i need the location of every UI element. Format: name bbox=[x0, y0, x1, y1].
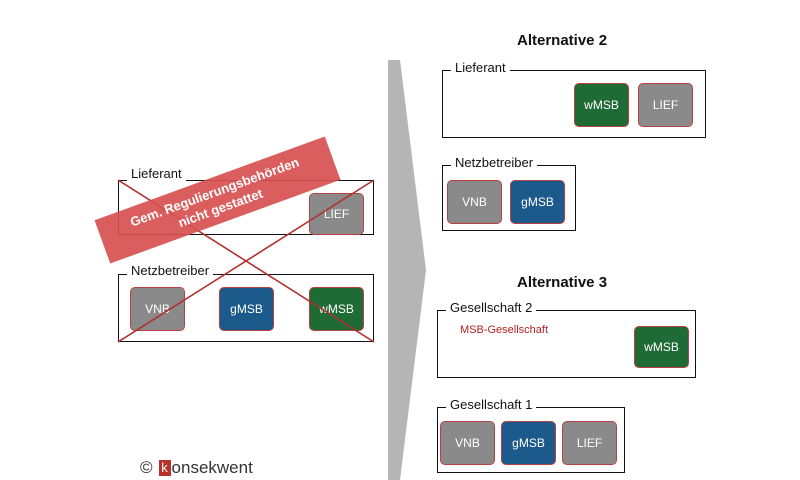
alt3-gesellschaft2-frame bbox=[437, 310, 696, 378]
alt3-gmsb-tile: gMSB bbox=[501, 421, 556, 465]
alt2-vnb-tile: VNB bbox=[447, 180, 502, 224]
left-lieferant-label: Lieferant bbox=[127, 166, 186, 182]
konsekwent-logo: © k onsekwent bbox=[140, 458, 253, 478]
transition-arrow bbox=[388, 60, 426, 480]
left-vnb-tile: VNB bbox=[130, 287, 185, 331]
alt3-gesellschaft1-label: Gesellschaft 1 bbox=[446, 397, 537, 413]
alt2-gmsb-tile: gMSB bbox=[510, 180, 565, 224]
alt2-title: Alternative 2 bbox=[517, 32, 608, 49]
logo-k-mark: k bbox=[158, 460, 171, 476]
alt3-gesellschaft2-label: Gesellschaft 2 bbox=[446, 300, 537, 316]
alt3-wmsb-tile: wMSB bbox=[634, 326, 689, 368]
alt2-lief-tile: LIEF bbox=[638, 83, 693, 127]
left-lief-tile: LIEF bbox=[309, 193, 364, 235]
alt2-wmsb-tile: wMSB bbox=[574, 83, 629, 127]
alt2-netzbetreiber-label: Netzbetreiber bbox=[451, 155, 538, 171]
alt2-lieferant-label: Lieferant bbox=[451, 60, 510, 76]
msb-gesellschaft-label: MSB-Gesellschaft bbox=[460, 324, 549, 336]
alt3-title: Alternative 3 bbox=[517, 274, 608, 291]
left-netzbetreiber-frame bbox=[118, 274, 374, 342]
copyright-symbol: © bbox=[140, 458, 153, 477]
alt3-vnb-tile: VNB bbox=[440, 421, 495, 465]
alt3-lief-tile: LIEF bbox=[562, 421, 617, 465]
logo-text: onsekwent bbox=[171, 458, 253, 477]
alt2-lieferant-frame bbox=[442, 70, 706, 138]
left-wmsb-tile: wMSB bbox=[309, 287, 364, 331]
left-gmsb-tile: gMSB bbox=[219, 287, 274, 331]
left-netzbetreiber-label: Netzbetreiber bbox=[127, 263, 214, 279]
